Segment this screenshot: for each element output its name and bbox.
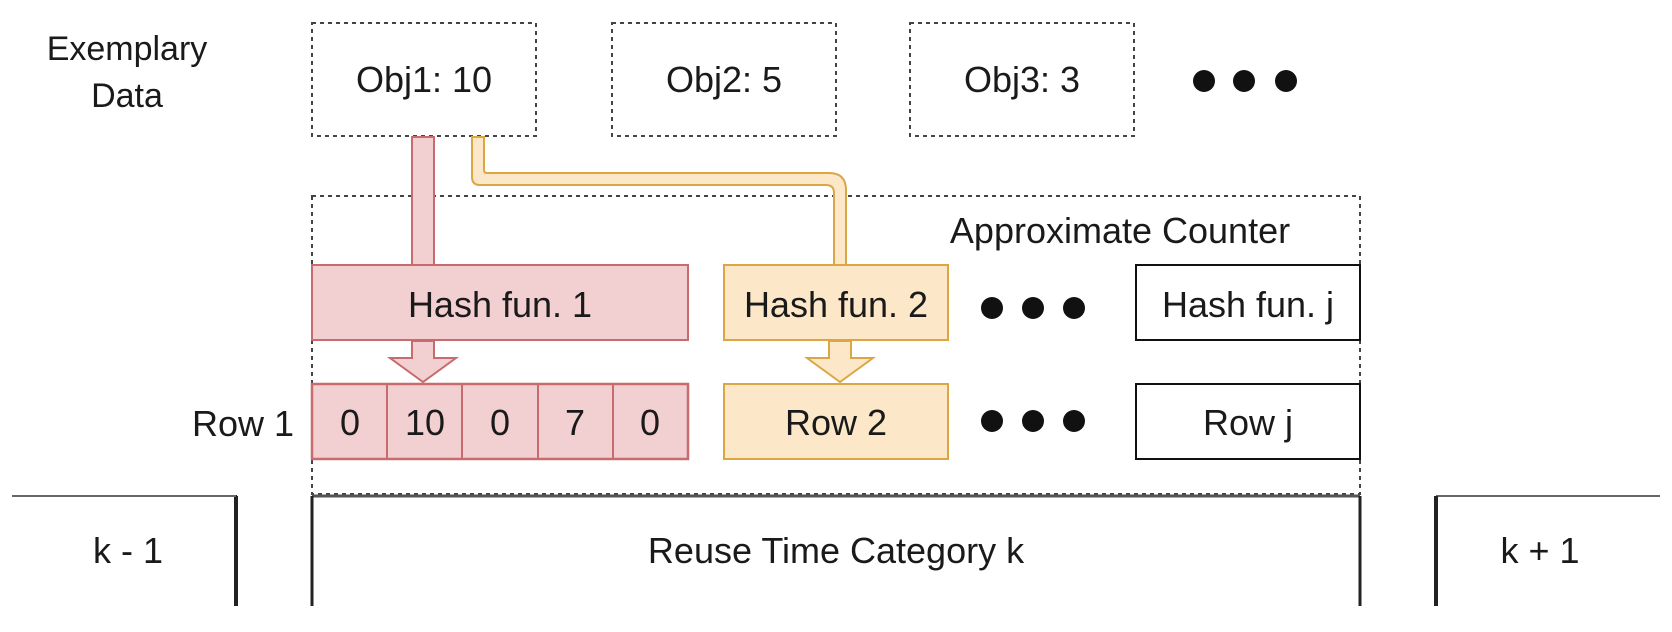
object-box-3: Obj3: 3 bbox=[909, 22, 1135, 137]
exemplary-label-line1: Exemplary bbox=[47, 30, 208, 68]
red-down-arrowhead bbox=[386, 340, 460, 384]
red-flow-shaft bbox=[411, 136, 435, 266]
object-label-1: Obj1: 10 bbox=[356, 59, 492, 100]
row-ellipsis bbox=[981, 410, 1085, 432]
hash-function-j: Hash fun. j bbox=[1135, 264, 1361, 341]
row-2-label: Row 2 bbox=[785, 402, 887, 443]
row-1-label: Row 1 bbox=[192, 403, 294, 444]
yellow-down-arrowhead bbox=[803, 340, 877, 384]
hash-function-1: Hash fun. 1 bbox=[311, 264, 689, 341]
category-prev-label: k - 1 bbox=[93, 530, 163, 571]
category-prev: k - 1 bbox=[12, 495, 238, 606]
row-1-cell: 0 bbox=[340, 402, 360, 443]
category-next-label: k + 1 bbox=[1500, 530, 1579, 571]
object-label-2: Obj2: 5 bbox=[666, 59, 782, 100]
hash-function-j-label: Hash fun. j bbox=[1162, 284, 1334, 325]
hash-ellipsis bbox=[981, 297, 1085, 319]
row-1-cell: 0 bbox=[640, 402, 660, 443]
row-1-cell: 0 bbox=[490, 402, 510, 443]
category-current-label: Reuse Time Category k bbox=[648, 530, 1025, 571]
row-2: Row 2 bbox=[723, 383, 949, 460]
more-objects-ellipsis bbox=[1193, 70, 1297, 92]
object-label-3: Obj3: 3 bbox=[964, 59, 1080, 100]
category-next: k + 1 bbox=[1434, 495, 1660, 606]
row-1-cell: 10 bbox=[405, 402, 445, 443]
hash-function-2-label: Hash fun. 2 bbox=[744, 284, 928, 325]
row-j: Row j bbox=[1135, 383, 1361, 460]
category-current: Reuse Time Category k bbox=[310, 494, 1362, 606]
approximate-counter-label: Approximate Counter bbox=[950, 210, 1290, 251]
row-1-cells: 0 10 0 7 0 bbox=[310, 382, 690, 461]
object-box-1: Obj1: 10 bbox=[311, 22, 537, 137]
exemplary-label-line2: Data bbox=[91, 77, 163, 115]
hash-function-1-label: Hash fun. 1 bbox=[408, 284, 592, 325]
yellow-flow-arrow bbox=[471, 136, 847, 266]
hash-function-2: Hash fun. 2 bbox=[723, 264, 949, 341]
row-j-label: Row j bbox=[1203, 402, 1293, 443]
object-box-2: Obj2: 5 bbox=[611, 22, 837, 137]
row-1-cell: 7 bbox=[565, 402, 585, 443]
